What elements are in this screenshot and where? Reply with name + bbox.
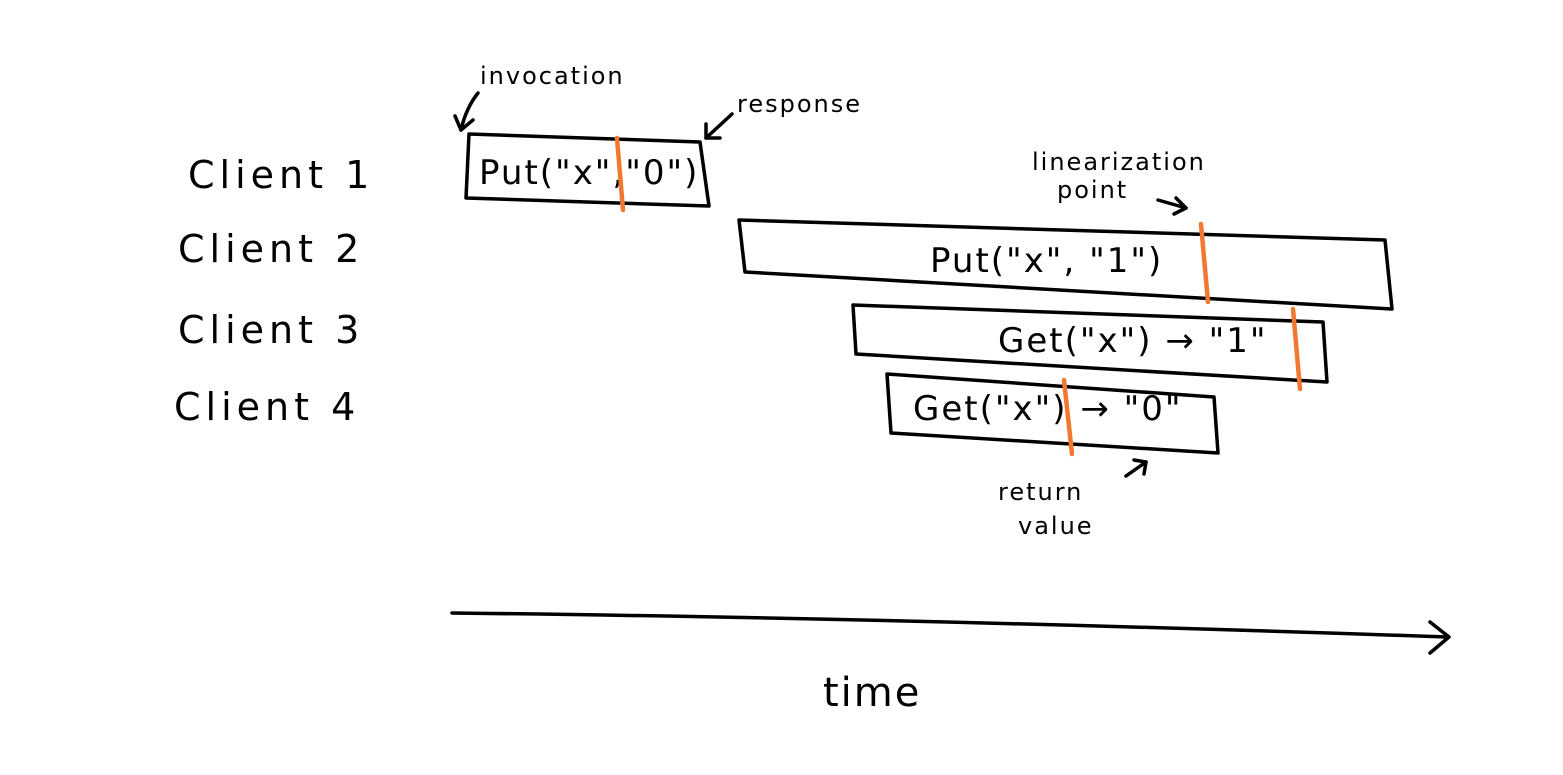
invocation-arrowhead (453, 114, 475, 132)
op1-box (464, 132, 711, 208)
client-labels: Client 1 Client 2 Client 3 Client 4 (174, 153, 374, 429)
linearization-annotation-line1: linearization (1032, 148, 1206, 176)
op1-label: Put("x","0") (479, 153, 699, 193)
client-3-label: Client 3 (178, 308, 364, 352)
return-value-arrow (1124, 460, 1148, 478)
op2-label: Put("x", "1") (930, 241, 1163, 281)
time-axis-label: time (823, 670, 921, 716)
op1-linearization-point (614, 135, 626, 213)
invocation-annotation: invocation (480, 62, 625, 90)
linearization-annotation-line2: point (1057, 176, 1128, 204)
operation-boxes (464, 132, 1394, 455)
response-annotation: response (737, 90, 862, 118)
operation-labels: Put("x","0") Put("x", "1") Get("x") → "1… (479, 153, 1268, 429)
linearization-points (614, 135, 1303, 457)
return-value-arrowhead (1132, 458, 1148, 476)
op2-linearization-point (1198, 221, 1211, 305)
return-value-annotation-line2: value (1018, 512, 1094, 540)
op4-box (885, 372, 1220, 455)
op4-linearization-point (1061, 377, 1075, 457)
invocation-arrow (459, 91, 480, 132)
client-4-label: Client 4 (174, 385, 360, 429)
op3-box (851, 303, 1329, 384)
response-arrowhead (704, 122, 722, 140)
client-1-label: Client 1 (188, 153, 374, 197)
annotations: invocation response linearization point … (453, 62, 1206, 540)
time-axis-arrowhead (1428, 620, 1451, 655)
time-axis-line (450, 611, 1449, 639)
op3-label: Get("x") → "1" (998, 321, 1268, 361)
response-arrow (704, 112, 734, 140)
return-value-annotation-line1: return (998, 478, 1083, 506)
op2-box (737, 218, 1394, 311)
linearization-arrowhead (1172, 196, 1188, 216)
client-2-label: Client 2 (178, 227, 364, 271)
op3-linearization-point (1290, 306, 1303, 392)
time-axis: time (450, 611, 1451, 716)
op4-label: Get("x") → "0" (913, 389, 1183, 429)
linearization-arrow (1156, 198, 1188, 210)
